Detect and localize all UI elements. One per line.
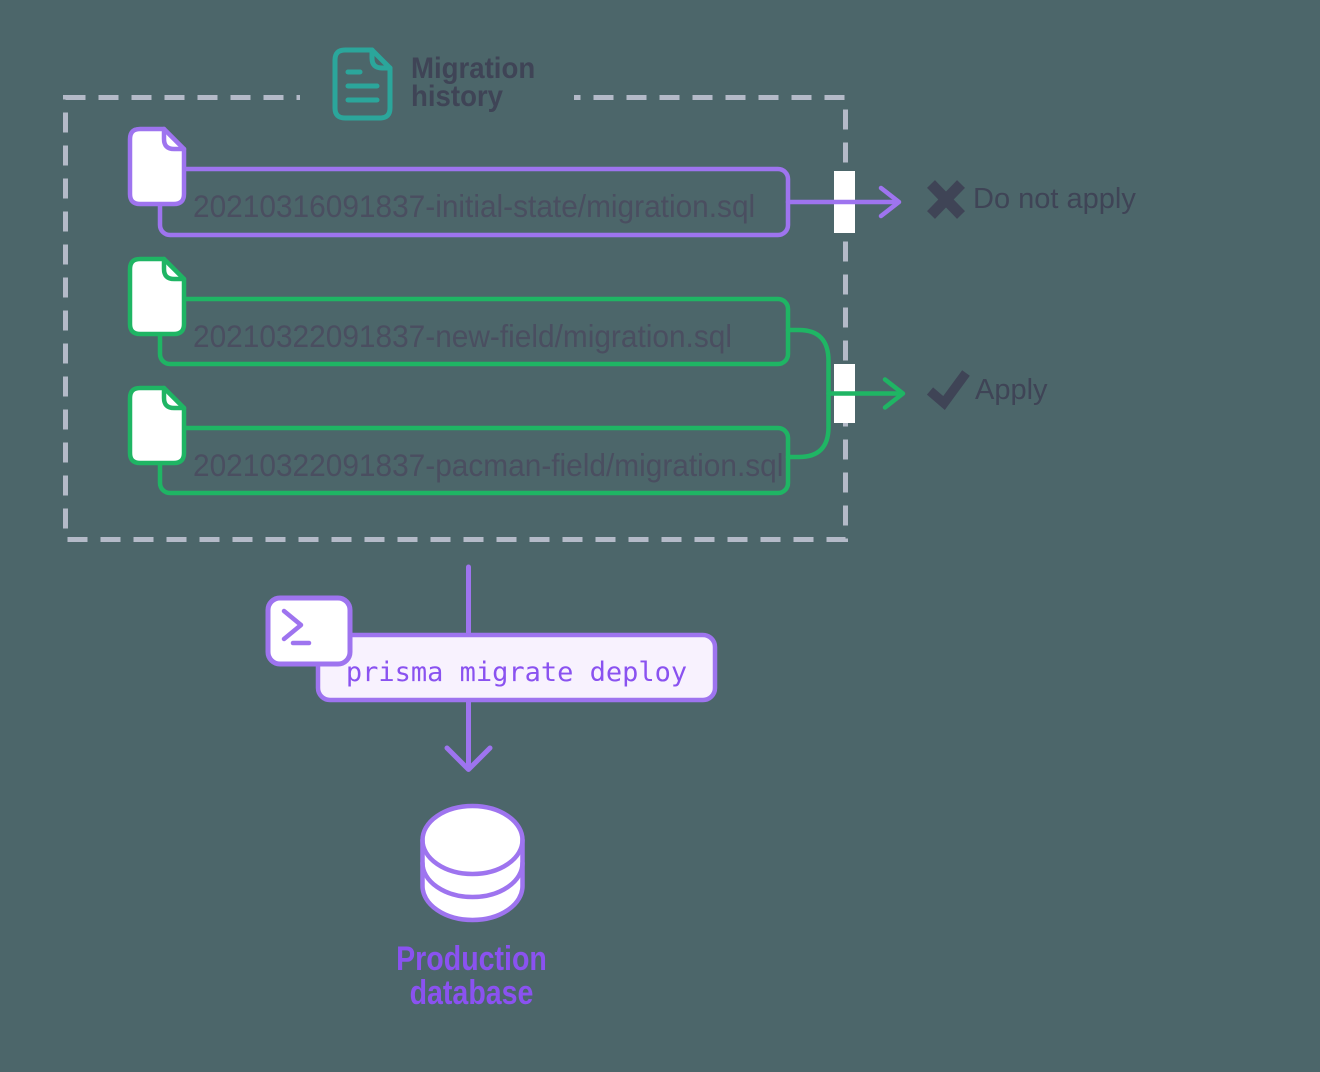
dashed-border-label-gap	[300, 86, 574, 109]
command-text: prisma migrate deploy	[345, 657, 688, 688]
terminal-icon	[265, 595, 353, 667]
migration-history-label: Migration history	[411, 52, 536, 113]
check-icon	[926, 370, 970, 410]
apply-label: Apply	[975, 374, 1048, 406]
migration-filename-2: 20210322091837-new-field/migration.sql	[193, 317, 732, 354]
apply-bracket-and-arrow	[785, 327, 906, 460]
migration-history-dashed-border	[63, 95, 848, 542]
migration-history-icon	[332, 47, 393, 121]
migration-filename-3: 20210322091837-pacman-field/migration.sq…	[193, 446, 784, 483]
database-icon	[420, 803, 525, 923]
database-label: Production database	[396, 940, 547, 1012]
migration-filename-1: 20210316091837-initial-state/migration.s…	[193, 188, 756, 224]
x-icon	[927, 180, 965, 219]
file-icon-2	[127, 256, 187, 337]
command-box	[315, 632, 718, 703]
file-icon-3	[127, 385, 187, 466]
file-icon-1	[127, 126, 187, 207]
do-not-apply-label: Do not apply	[973, 183, 1136, 215]
do-not-apply-arrow	[785, 185, 902, 219]
